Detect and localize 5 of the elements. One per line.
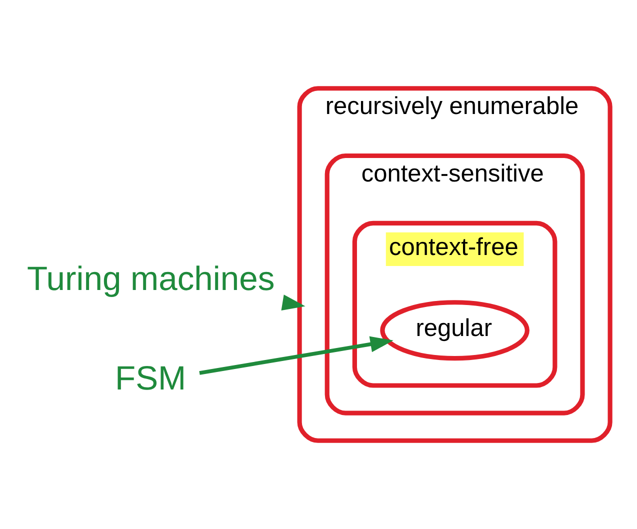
arrow <box>199 336 394 375</box>
node-text: Turing machines <box>26 260 275 298</box>
arrow <box>281 294 306 310</box>
node-ellipse: regular <box>380 300 530 361</box>
node-text: FSM <box>115 360 186 398</box>
